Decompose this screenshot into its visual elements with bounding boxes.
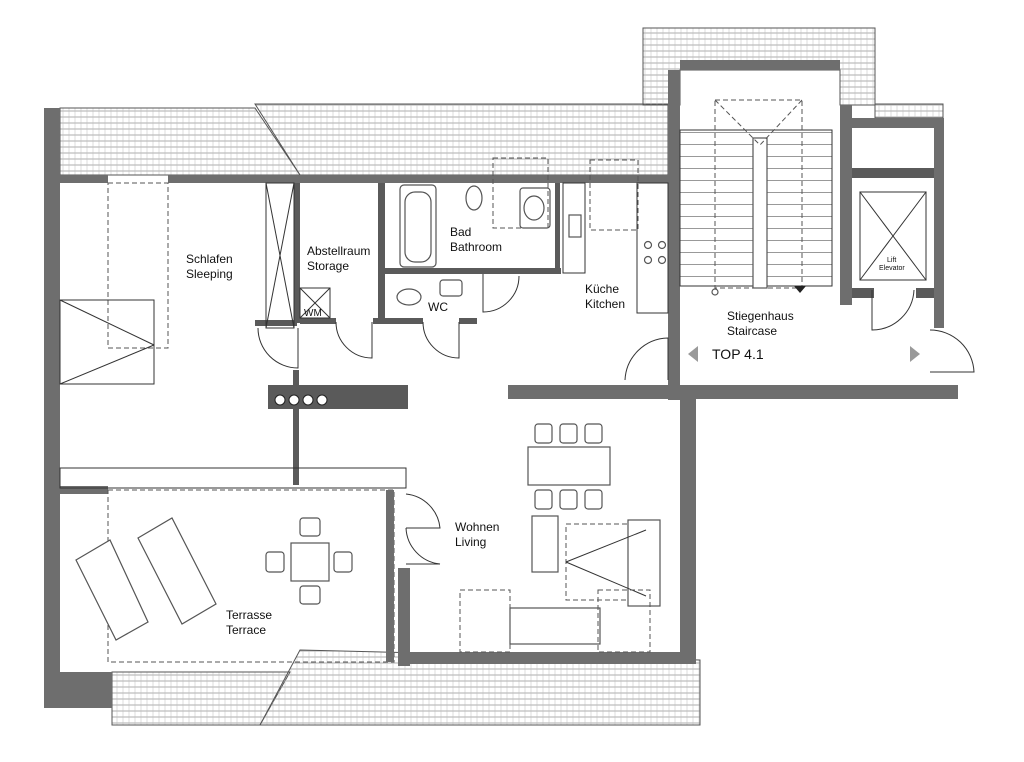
roof-area-north	[59, 103, 669, 176]
label-bathroom-en: Bathroom	[450, 240, 502, 254]
label-elevator-en: Elevator	[879, 265, 905, 272]
label-storage-de: Abstellraum	[307, 244, 370, 258]
label-kitchen-de: Küche	[585, 282, 619, 296]
exterior-walls	[44, 60, 958, 708]
label-living-de: Wohnen	[455, 520, 499, 534]
unit-label: TOP 4.1	[712, 346, 764, 362]
door-swings	[257, 274, 975, 565]
label-wc: WC	[428, 300, 448, 314]
stove-icon	[643, 240, 667, 265]
sofa-area	[459, 515, 661, 653]
terrace-area	[59, 467, 407, 663]
label-washing-machine: WM	[304, 308, 322, 319]
label-elevator-de: Lift	[887, 257, 896, 264]
fireplace-outlets	[274, 394, 328, 406]
label-living-en: Living	[455, 535, 486, 549]
staircase-steps	[679, 99, 833, 296]
entrance-arrows	[688, 346, 920, 362]
label-storage-en: Storage	[307, 259, 349, 273]
label-terrace-de: Terrasse	[226, 608, 272, 622]
label-staircase-de: Stiegenhaus	[727, 309, 794, 323]
bed-outline	[59, 182, 169, 385]
dining-table	[527, 423, 611, 510]
bathtub-icon	[399, 184, 437, 268]
label-terrace-en: Terrace	[226, 623, 266, 637]
label-staircase-en: Staircase	[727, 324, 777, 338]
label-sleeping-en: Sleeping	[186, 267, 233, 281]
washing-machine-icon	[299, 287, 331, 319]
wardrobe	[265, 182, 295, 329]
label-bathroom-de: Bad	[450, 225, 471, 239]
kitchen-counter	[562, 159, 669, 314]
toilet-icon	[396, 185, 483, 306]
roof-area-elevator	[874, 103, 944, 119]
label-sleeping-de: Schlafen	[186, 252, 233, 266]
elevator-shaft	[859, 191, 927, 281]
label-kitchen-en: Kitchen	[585, 297, 625, 311]
sink-icon	[439, 157, 551, 297]
